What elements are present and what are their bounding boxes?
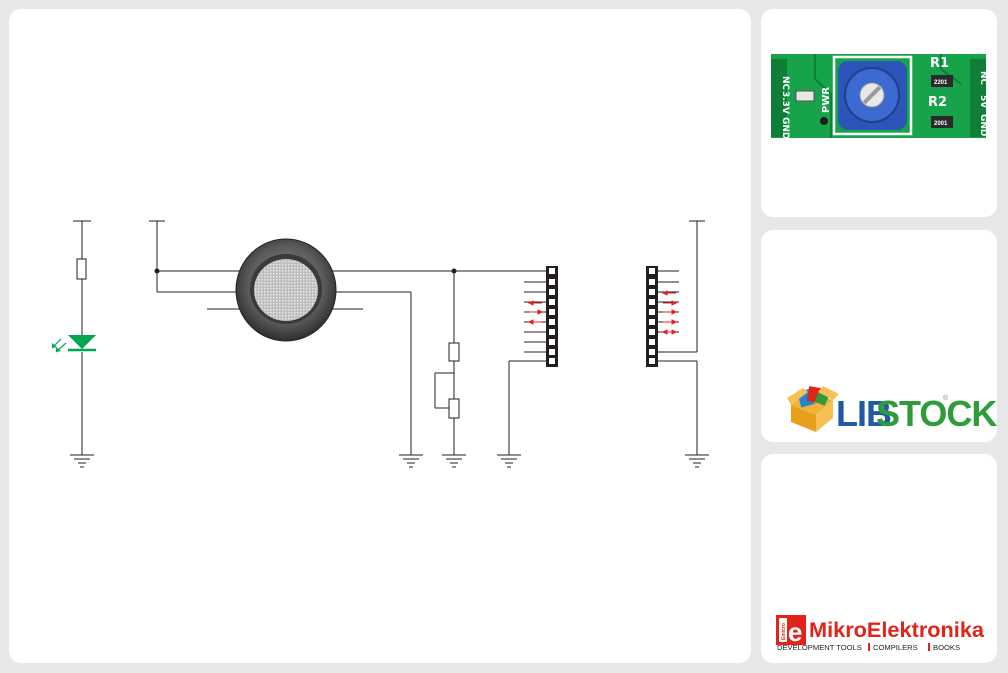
libstock-box-icon bbox=[787, 386, 839, 432]
pin-label-gnd-right: GND bbox=[978, 114, 988, 136]
right-header-connector bbox=[646, 266, 658, 367]
resistor-divider bbox=[448, 342, 460, 362]
pin-label-nc-right: NC bbox=[978, 71, 988, 86]
board-photo: NC 3.3V GND NC 5V GND PWR R1 2201 R2 200… bbox=[771, 54, 988, 139]
voltage-divider bbox=[434, 342, 460, 455]
sensor-wiring bbox=[149, 220, 547, 455]
tagline-separator bbox=[868, 643, 870, 651]
r1-code: 2201 bbox=[934, 80, 948, 86]
schematic-panel bbox=[9, 9, 751, 663]
led-branch bbox=[73, 220, 91, 455]
mikroelektronika-logo[interactable]: Emicro e MikroElektronika DEVELOPMENT TO… bbox=[761, 454, 997, 663]
r2-label: R2 bbox=[928, 95, 947, 110]
libstock-card[interactable]: LIB STOCK ® bbox=[761, 230, 998, 442]
pin-label-nc-left: NC bbox=[780, 76, 790, 91]
gas-sensor bbox=[235, 238, 337, 342]
pin-label-gnd-left: GND bbox=[780, 117, 790, 139]
potentiometer bbox=[448, 398, 460, 419]
left-header-connector bbox=[546, 266, 558, 367]
libstock-trademark: ® bbox=[943, 394, 949, 402]
ground-symbols bbox=[70, 454, 709, 468]
ground-symbol-4 bbox=[497, 454, 521, 468]
brand-name: MikroElektronika bbox=[809, 619, 984, 642]
junction-dot bbox=[154, 268, 160, 274]
left-header-wires bbox=[524, 281, 547, 353]
pwr-label: PWR bbox=[821, 87, 832, 113]
board-photo-card[interactable]: NC 3.3V GND NC 5V GND PWR R1 2201 R2 200… bbox=[761, 9, 997, 217]
libstock-logo[interactable]: LIB STOCK ® bbox=[761, 230, 998, 442]
ground-symbol-1 bbox=[70, 454, 94, 468]
logo-e-letter: e bbox=[788, 617, 802, 647]
tagline-separator bbox=[928, 643, 930, 651]
libstock-text-part1: LIB bbox=[836, 393, 891, 434]
resistor-r2 bbox=[931, 116, 953, 128]
junction-dot bbox=[451, 268, 457, 274]
mikroelektronika-e-icon: Emicro e bbox=[776, 615, 806, 647]
left-pin-labels: NC 3.3V GND bbox=[771, 59, 790, 139]
logo-side-text: Emicro bbox=[781, 623, 787, 640]
mounting-hole bbox=[820, 117, 828, 125]
ground-symbol-5 bbox=[685, 454, 709, 468]
r2-code: 2001 bbox=[934, 121, 948, 127]
tagline-development-tools: DEVELOPMENT TOOLS bbox=[777, 643, 862, 652]
right-header-wires bbox=[657, 220, 705, 455]
tagline-compilers: COMPILERS bbox=[873, 643, 918, 652]
signal-arrows bbox=[527, 290, 678, 335]
ground-symbol-2 bbox=[399, 454, 423, 468]
potentiometer-component bbox=[832, 55, 913, 136]
resistor-led bbox=[76, 258, 87, 280]
ground-symbol-3 bbox=[442, 454, 466, 468]
r1-label: R1 bbox=[930, 56, 949, 71]
pin-label-3v3: 3.3V bbox=[780, 91, 790, 114]
libstock-text-part2: STOCK bbox=[876, 393, 997, 434]
mikroelektronika-card[interactable]: Emicro e MikroElektronika DEVELOPMENT TO… bbox=[761, 454, 997, 663]
pwr-led-component bbox=[795, 90, 815, 102]
pin-label-5v: 5V bbox=[978, 95, 988, 108]
resistor-r1 bbox=[931, 75, 953, 87]
led-symbol bbox=[51, 335, 96, 353]
schematic-diagram bbox=[51, 220, 709, 468]
right-pin-labels: NC 5V GND bbox=[970, 59, 988, 137]
tagline-books: BOOKS bbox=[933, 643, 960, 652]
